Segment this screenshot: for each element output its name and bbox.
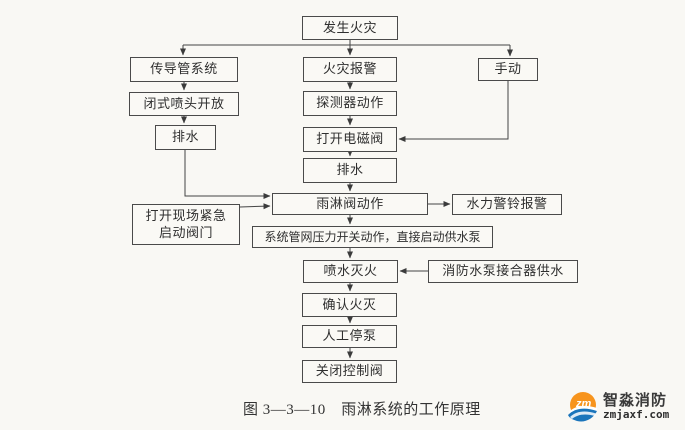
node-close-control-valve: 关闭控制阀	[302, 360, 397, 383]
brand-logo-icon: zm	[568, 392, 597, 422]
svg-text:zm: zm	[575, 398, 592, 410]
node-conduit-system: 传导管系统	[130, 57, 238, 82]
node-emergency-start-valve: 打开现场紧急 启动阀门	[132, 204, 240, 245]
site-watermark: zm 智淼消防 zmjaxf.com	[567, 390, 669, 424]
node-manual: 手动	[478, 58, 538, 81]
node-pump-adapter-supply: 消防水泵接合器供水	[428, 260, 578, 283]
node-fire-occurs: 发生火灾	[302, 16, 398, 40]
node-hydraulic-alarm-bell: 水力警铃报警	[452, 194, 562, 215]
brand-domain: zmjaxf.com	[603, 408, 670, 422]
node-deluge-valve-action: 雨淋阀动作	[272, 193, 428, 215]
figure-caption: 图 3—3—10 雨淋系统的工作原理	[243, 402, 481, 418]
node-closed-sprinkler-open: 闭式喷头开放	[129, 92, 239, 116]
node-manual-stop-pump: 人工停泵	[302, 325, 397, 348]
node-confirm-fire-out: 确认火灭	[302, 293, 397, 317]
node-pressure-switch-start-pump: 系统管网压力开关动作，直接启动供水泵	[252, 226, 493, 248]
node-drain-left: 排水	[155, 125, 216, 150]
node-detector-action: 探测器动作	[303, 91, 397, 116]
node-fire-alarm: 火灾报警	[303, 57, 397, 82]
node-spray-extinguish: 喷水灭火	[303, 260, 398, 283]
brand-name: 智淼消防	[603, 392, 668, 410]
node-drain-center: 排水	[303, 158, 397, 183]
node-open-solenoid-valve: 打开电磁阀	[303, 127, 397, 152]
